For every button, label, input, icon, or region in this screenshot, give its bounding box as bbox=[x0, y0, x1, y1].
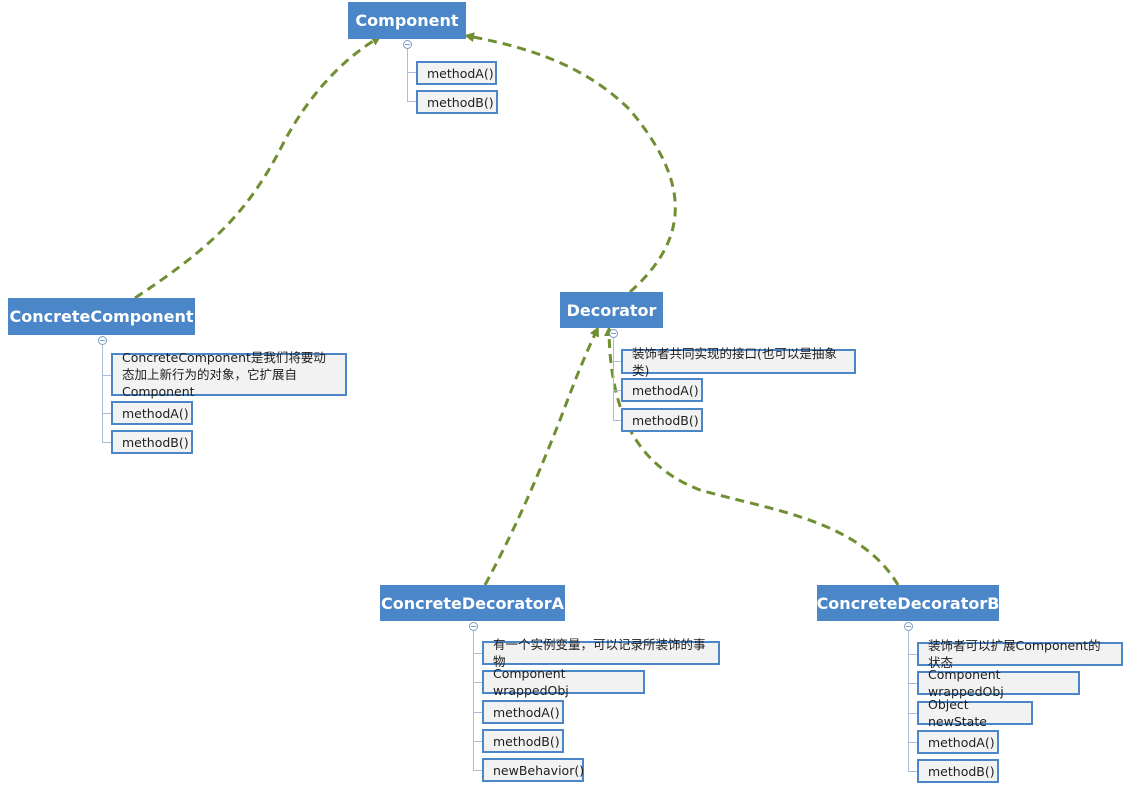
child-decorator-a-new-behavior[interactable]: newBehavior() bbox=[482, 758, 584, 782]
collapse-toggle-component[interactable] bbox=[403, 40, 412, 49]
branch-line bbox=[407, 101, 416, 102]
branch-line bbox=[102, 442, 111, 443]
child-concrete-component-method-b[interactable]: methodB() bbox=[111, 430, 193, 454]
branch-line bbox=[908, 742, 917, 743]
branch-line bbox=[473, 653, 482, 654]
branch-line bbox=[908, 683, 917, 684]
child-decorator-b-method-a[interactable]: methodA() bbox=[917, 730, 999, 754]
branch-line bbox=[407, 49, 408, 101]
branch-line bbox=[908, 713, 917, 714]
child-decorator-method-a[interactable]: methodA() bbox=[621, 378, 703, 402]
child-decorator-a-method-b[interactable]: methodB() bbox=[482, 729, 564, 753]
node-concrete-component[interactable]: ConcreteComponent bbox=[8, 298, 195, 335]
collapse-toggle-concrete-component[interactable] bbox=[98, 336, 107, 345]
child-concrete-component-description[interactable]: ConcreteComponent是我们将要动态加上新行为的对象，它扩展自Com… bbox=[111, 350, 347, 399]
branch-line bbox=[613, 361, 621, 362]
arrow-decoratora-to-decorator bbox=[483, 326, 599, 586]
branch-line bbox=[473, 682, 482, 683]
child-decorator-b-wrapped-obj[interactable]: Component wrappedObj bbox=[917, 667, 1080, 699]
child-decorator-a-description[interactable]: 有一个实例变量，可以记录所装饰的事物 bbox=[482, 637, 720, 669]
collapse-toggle-concrete-decorator-a[interactable] bbox=[469, 622, 478, 631]
child-concrete-component-method-a[interactable]: methodA() bbox=[111, 401, 193, 425]
arrow-concretecomponent-to-component bbox=[134, 35, 382, 300]
branch-line bbox=[473, 712, 482, 713]
child-decorator-a-wrapped-obj[interactable]: Component wrappedObj bbox=[482, 666, 645, 698]
branch-line bbox=[613, 338, 614, 420]
node-component[interactable]: Component bbox=[348, 2, 466, 39]
branch-line bbox=[473, 741, 482, 742]
branch-line bbox=[908, 631, 909, 772]
branch-line bbox=[473, 631, 474, 771]
node-concrete-decorator-a[interactable]: ConcreteDecoratorA bbox=[380, 585, 565, 621]
branch-line bbox=[613, 390, 621, 391]
child-component-method-a[interactable]: methodA() bbox=[416, 61, 497, 85]
branch-line bbox=[102, 375, 111, 376]
child-component-method-b[interactable]: methodB() bbox=[416, 90, 498, 114]
branch-line bbox=[102, 413, 111, 414]
collapse-toggle-decorator[interactable] bbox=[609, 329, 618, 338]
child-decorator-b-method-b[interactable]: methodB() bbox=[917, 759, 999, 783]
collapse-toggle-concrete-decorator-b[interactable] bbox=[904, 622, 913, 631]
branch-line bbox=[407, 72, 416, 73]
branch-line bbox=[473, 770, 482, 771]
branch-line bbox=[908, 654, 917, 655]
branch-line bbox=[613, 420, 621, 421]
arrow-decorator-to-component bbox=[464, 32, 677, 294]
child-decorator-b-new-state[interactable]: Object newState bbox=[917, 697, 1033, 729]
branch-line bbox=[908, 771, 917, 772]
child-decorator-description[interactable]: 装饰者共同实现的接口(也可以是抽象类) bbox=[621, 346, 856, 378]
node-decorator[interactable]: Decorator bbox=[560, 292, 663, 328]
child-decorator-b-description[interactable]: 装饰者可以扩展Component的状态 bbox=[917, 638, 1123, 670]
child-decorator-a-method-a[interactable]: methodA() bbox=[482, 700, 564, 724]
arrow-decoratorb-to-decorator bbox=[604, 326, 900, 586]
branch-line bbox=[102, 345, 103, 442]
child-decorator-method-b[interactable]: methodB() bbox=[621, 408, 703, 432]
node-concrete-decorator-b[interactable]: ConcreteDecoratorB bbox=[817, 585, 999, 621]
